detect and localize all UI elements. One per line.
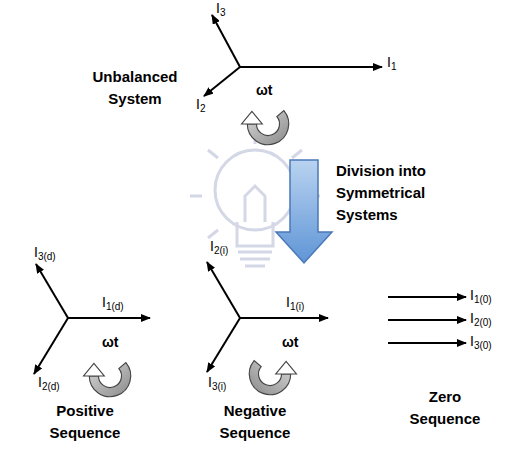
phasor-i1i <box>240 317 328 319</box>
phasor-i2 <box>204 67 240 96</box>
subscript: 1 <box>391 61 397 72</box>
bulb-glass <box>215 150 295 230</box>
phasor-i1 <box>240 66 382 68</box>
rotation-label: ωt <box>282 334 299 351</box>
section-title: Negative Sequence <box>205 400 305 444</box>
subscript: 2(i) <box>214 245 228 256</box>
rotation-symbol <box>249 361 296 395</box>
phasor-i30 <box>388 342 466 344</box>
phasor-i1d <box>68 317 150 319</box>
rotation-label: ωt <box>256 82 273 99</box>
subscript: 2(0) <box>474 317 492 328</box>
phasor-label: I3 <box>216 0 225 19</box>
phasor-i3d <box>36 264 68 318</box>
bulb-neck <box>237 222 273 246</box>
phasor-label: I1 <box>387 54 396 73</box>
phasor-i20 <box>388 319 466 321</box>
phasor-label: I1(i) <box>286 294 304 313</box>
section-title: Unbalanced System <box>80 66 190 110</box>
zero-phasors <box>388 297 466 343</box>
subscript: 3(d) <box>38 251 56 262</box>
section-title: Positive Sequence <box>35 400 135 444</box>
phasor-label: I2(d) <box>38 374 60 393</box>
phasor-i3 <box>212 15 240 67</box>
subscript: 2(d) <box>42 381 60 392</box>
bulb-filament <box>245 186 265 222</box>
rotation-symbol <box>242 111 289 145</box>
subscript: 1(d) <box>106 301 124 312</box>
phasor-i2d <box>34 318 68 374</box>
subscript: 1(i) <box>290 301 304 312</box>
rotation-label: ωt <box>102 334 119 351</box>
section-title: Division into Symmetrical Systems <box>336 160 454 225</box>
division-arrow <box>276 160 332 263</box>
positive-phasors <box>34 264 150 374</box>
subscript: 2 <box>200 103 206 114</box>
phasor-label: I1(0) <box>470 287 492 306</box>
phasor-label: I3(0) <box>470 333 492 352</box>
rotation-symbol <box>84 363 131 397</box>
phasor-label: I3(d) <box>34 244 56 263</box>
phasor-label: I2(i) <box>210 238 228 257</box>
phasor-label: I3(i) <box>208 374 226 393</box>
subscript: 3 <box>220 7 226 18</box>
phasor-i3i <box>207 318 240 372</box>
unbalanced-phasors <box>204 15 382 96</box>
subscript: 3(0) <box>474 340 492 351</box>
phasor-label: I2(0) <box>470 310 492 329</box>
subscript: 3(i) <box>212 381 226 392</box>
phasor-label: I1(d) <box>102 294 124 313</box>
subscript: 1(0) <box>474 294 492 305</box>
phasor-i10 <box>388 296 466 298</box>
bulb-base <box>238 252 272 266</box>
section-title: Zero Sequence <box>400 386 490 430</box>
phasor-i2i <box>207 262 240 318</box>
phasor-label: I2 <box>196 96 205 115</box>
negative-phasors <box>207 262 328 372</box>
